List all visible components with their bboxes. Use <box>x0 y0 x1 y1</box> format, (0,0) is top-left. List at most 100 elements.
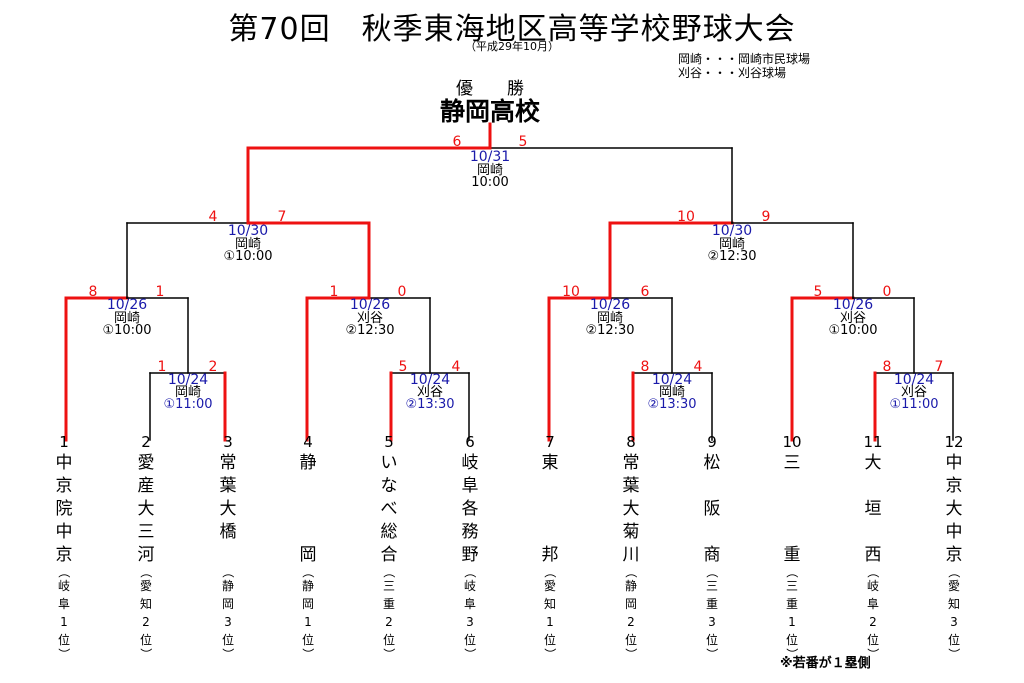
team-prefecture-char: 岡 <box>624 597 637 611</box>
round1-match1-score-right: 2 <box>209 359 218 375</box>
round1-match4-time: ①11:00 <box>889 397 938 412</box>
team-name-char: 葉 <box>622 476 640 496</box>
team-name-char: 松 <box>703 453 721 473</box>
team-name-char: 京 <box>945 545 963 565</box>
quarter3-venue: 岡崎 <box>597 311 623 326</box>
team-seed: 9 <box>707 433 717 451</box>
team-prefecture-char: 1 <box>304 615 312 629</box>
team-name-char: 常 <box>622 453 640 473</box>
final-time: 10:00 <box>471 175 508 190</box>
team-prefecture-char: 岐 <box>463 579 476 593</box>
team-name-char: 三 <box>137 522 155 542</box>
team-seed: 3 <box>223 433 233 451</box>
team-name-char: 京 <box>55 476 73 496</box>
team-prefecture-char: ） <box>543 647 557 660</box>
team-seed: 6 <box>465 433 475 451</box>
team-name-char: 大 <box>219 499 237 519</box>
round1-match3-venue: 岡崎 <box>659 385 685 400</box>
team-prefecture-char: 阜 <box>463 597 476 611</box>
team-name-char: べ <box>380 499 398 519</box>
team-prefecture-char: （ <box>139 565 153 578</box>
team-name: 東邦 <box>530 452 570 567</box>
semi2-venue: 岡崎 <box>719 237 745 252</box>
team-prefecture-char: 位 <box>785 633 798 647</box>
team-prefecture-char: 位 <box>382 633 395 647</box>
round1-match1-date: 10/24 <box>168 372 208 388</box>
team-prefecture-char: 位 <box>221 633 234 647</box>
champion-name: 静岡高校 <box>439 97 540 126</box>
team-prefecture-char: （ <box>785 565 799 578</box>
team-seed: 2 <box>141 433 151 451</box>
quarter3-time: ②12:30 <box>585 323 634 338</box>
team-name-char: 川 <box>622 545 640 565</box>
team-name-char: 京 <box>55 545 73 565</box>
team-name: いなべ総合 <box>369 452 409 567</box>
team-seed: 11 <box>863 433 883 451</box>
team-name: 常葉大橋 <box>208 452 248 567</box>
team-name: 岐阜各務野 <box>450 452 490 567</box>
team-name-char: 大 <box>137 499 155 519</box>
team-prefecture-char: ） <box>301 647 315 660</box>
page-title: 第70回 秋季東海地区高等学校野球大会 <box>228 12 796 47</box>
team-prefecture-char: 位 <box>139 633 152 647</box>
team-prefecture-char: （ <box>947 565 961 578</box>
quarter1-date: 10/26 <box>107 297 147 313</box>
team-prefecture-char: 2 <box>869 615 877 629</box>
round1-match4-score-left: 8 <box>883 359 892 375</box>
round1-match4-venue: 刈谷 <box>901 385 927 400</box>
team-name-char: 中 <box>945 453 963 473</box>
team-name-char: 大 <box>622 499 640 519</box>
quarter2-time: ②12:30 <box>345 323 394 338</box>
page-subtitle: （平成29年10月） <box>465 40 559 53</box>
team-prefecture-char: 岐 <box>57 579 70 593</box>
champion-label: 優 勝 <box>456 79 524 99</box>
quarter4-score-right: 0 <box>883 284 892 300</box>
team-prefecture-char: （ <box>463 565 477 578</box>
team-name-char: 京 <box>945 476 963 496</box>
team-prefecture-char: 位 <box>543 633 556 647</box>
venue-legend-okazaki: 岡崎・・・岡崎市民球場 <box>678 52 811 66</box>
team-prefecture-char: ） <box>57 647 71 660</box>
team-prefecture-char: 1 <box>546 615 554 629</box>
team-name-char: 中 <box>55 522 73 542</box>
team-name-char: 野 <box>461 545 479 565</box>
round1-match4-date: 10/24 <box>894 372 934 388</box>
team-name-char: 愛 <box>137 453 155 473</box>
semi1-time: ①10:00 <box>223 249 272 264</box>
team-prefecture-char: ） <box>139 647 153 660</box>
round1-match1-time: ①11:00 <box>163 397 212 412</box>
team-prefecture-char: 重 <box>785 597 798 611</box>
team-name-char: 各 <box>461 499 479 519</box>
team-name: 常葉大菊川 <box>611 452 651 567</box>
quarter3-score-left: 10 <box>562 284 580 300</box>
quarter1-score-right: 1 <box>156 284 165 300</box>
round1-match1-score-left: 1 <box>158 359 167 375</box>
team-prefecture-char: 2 <box>142 615 150 629</box>
team-prefecture-char: ） <box>705 647 719 660</box>
team-seed: 1 <box>59 433 69 451</box>
semi2-date: 10/30 <box>712 223 752 239</box>
team-name-char: 常 <box>219 453 237 473</box>
team-prefecture-char: 位 <box>947 633 960 647</box>
bracket-lines <box>64 122 954 442</box>
semi2-time: ②12:30 <box>707 249 756 264</box>
team-prefecture-char: 知 <box>947 597 960 611</box>
team-prefecture-char: 3 <box>950 615 958 629</box>
team-name-char: 中 <box>945 522 963 542</box>
team-name-char: 岐 <box>461 453 479 473</box>
team-name-char: 中 <box>55 453 73 473</box>
team-prefecture-char: 重 <box>705 597 718 611</box>
team-prefecture-char: 位 <box>866 633 879 647</box>
team-name: 松阪商 <box>692 452 732 567</box>
team-prefecture-char: 岡 <box>221 597 234 611</box>
